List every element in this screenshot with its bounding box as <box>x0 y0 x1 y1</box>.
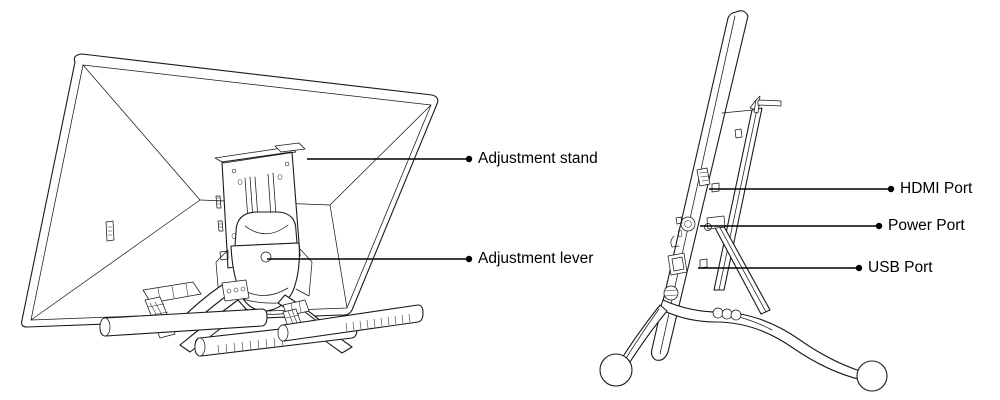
callout-adjustment-stand: Adjustment stand <box>307 150 598 167</box>
rubber-feet <box>99 304 424 357</box>
callout-power-port: Power Port <box>700 217 965 234</box>
brand-logo <box>105 220 115 242</box>
side-rubber-feet <box>599 353 888 392</box>
stand-rear-strut <box>704 215 771 315</box>
usb-port-icon <box>667 252 688 276</box>
callout-label-adjustment-stand: Adjustment stand <box>478 150 598 167</box>
leader-dot-power-port <box>875 222 883 230</box>
callout-hdmi-port: HDMI Port <box>709 180 973 197</box>
callout-usb-port: USB Port <box>698 259 933 276</box>
port-group <box>667 167 720 276</box>
rear-three-quarter-view <box>21 53 439 357</box>
leader-dot-adjustment-lever <box>465 255 473 263</box>
power-port-icon <box>670 216 696 248</box>
leader-dot-usb-port <box>855 264 863 272</box>
callout-label-power-port: Power Port <box>888 217 965 234</box>
callout-label-hdmi-port: HDMI Port <box>900 180 973 197</box>
stand-base-arm <box>621 299 863 381</box>
stand-pivot <box>663 285 679 301</box>
leader-dot-hdmi-port <box>887 185 895 193</box>
callout-label-adjustment-lever: Adjustment lever <box>478 250 593 267</box>
stand-rear-arm <box>713 95 782 291</box>
leader-dot-adjustment-stand <box>465 155 473 163</box>
callout-label-usb-port: USB Port <box>868 259 933 276</box>
hdmi-port-icon <box>696 167 711 187</box>
callout-adjustment-lever: Adjustment lever <box>267 250 593 267</box>
side-profile-view <box>599 10 888 392</box>
